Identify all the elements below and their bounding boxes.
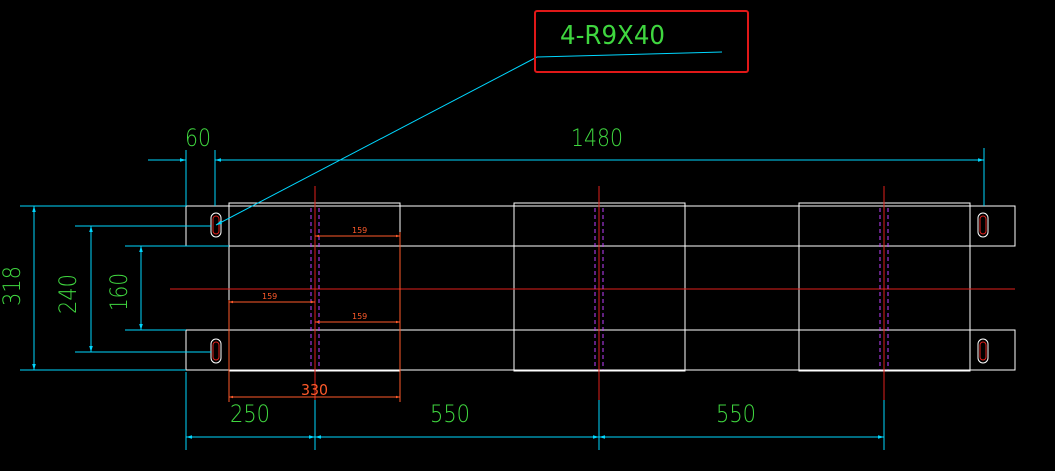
dim-label-red-small-2: 159 bbox=[262, 292, 277, 301]
dimension-lines bbox=[20, 51, 985, 450]
red-dimensions bbox=[228, 232, 401, 402]
slot-hole bbox=[210, 338, 222, 364]
bottom-rail bbox=[185, 329, 1016, 371]
dim-label-bottom-2: 550 bbox=[430, 400, 470, 428]
dim-label-height-outer: 318 bbox=[0, 266, 26, 306]
dim-label-bottom-1: 250 bbox=[230, 400, 270, 428]
frame-outline bbox=[185, 202, 1016, 372]
dim-label-bottom-3: 550 bbox=[716, 400, 756, 428]
slot-hole bbox=[977, 212, 989, 238]
dim-label-height-mid: 240 bbox=[54, 274, 82, 314]
support-centerlines bbox=[310, 186, 889, 400]
dim-label-top-main: 1480 bbox=[571, 124, 623, 152]
dim-label-height-inner: 160 bbox=[105, 273, 133, 311]
dim-label-red-small-1: 159 bbox=[352, 226, 367, 235]
callout-highlight-box bbox=[534, 10, 749, 73]
slot-hole bbox=[977, 338, 989, 364]
top-rail bbox=[185, 205, 1016, 247]
callout-leader bbox=[215, 56, 538, 226]
slot-holes bbox=[210, 212, 989, 364]
dim-label-top-left: 60 bbox=[185, 124, 211, 152]
dim-label-red-small-3: 159 bbox=[352, 312, 367, 321]
callout-label: 4-R9X40 bbox=[560, 21, 665, 51]
slot-hole bbox=[210, 212, 222, 238]
dim-label-red-total: 330 bbox=[301, 381, 328, 399]
